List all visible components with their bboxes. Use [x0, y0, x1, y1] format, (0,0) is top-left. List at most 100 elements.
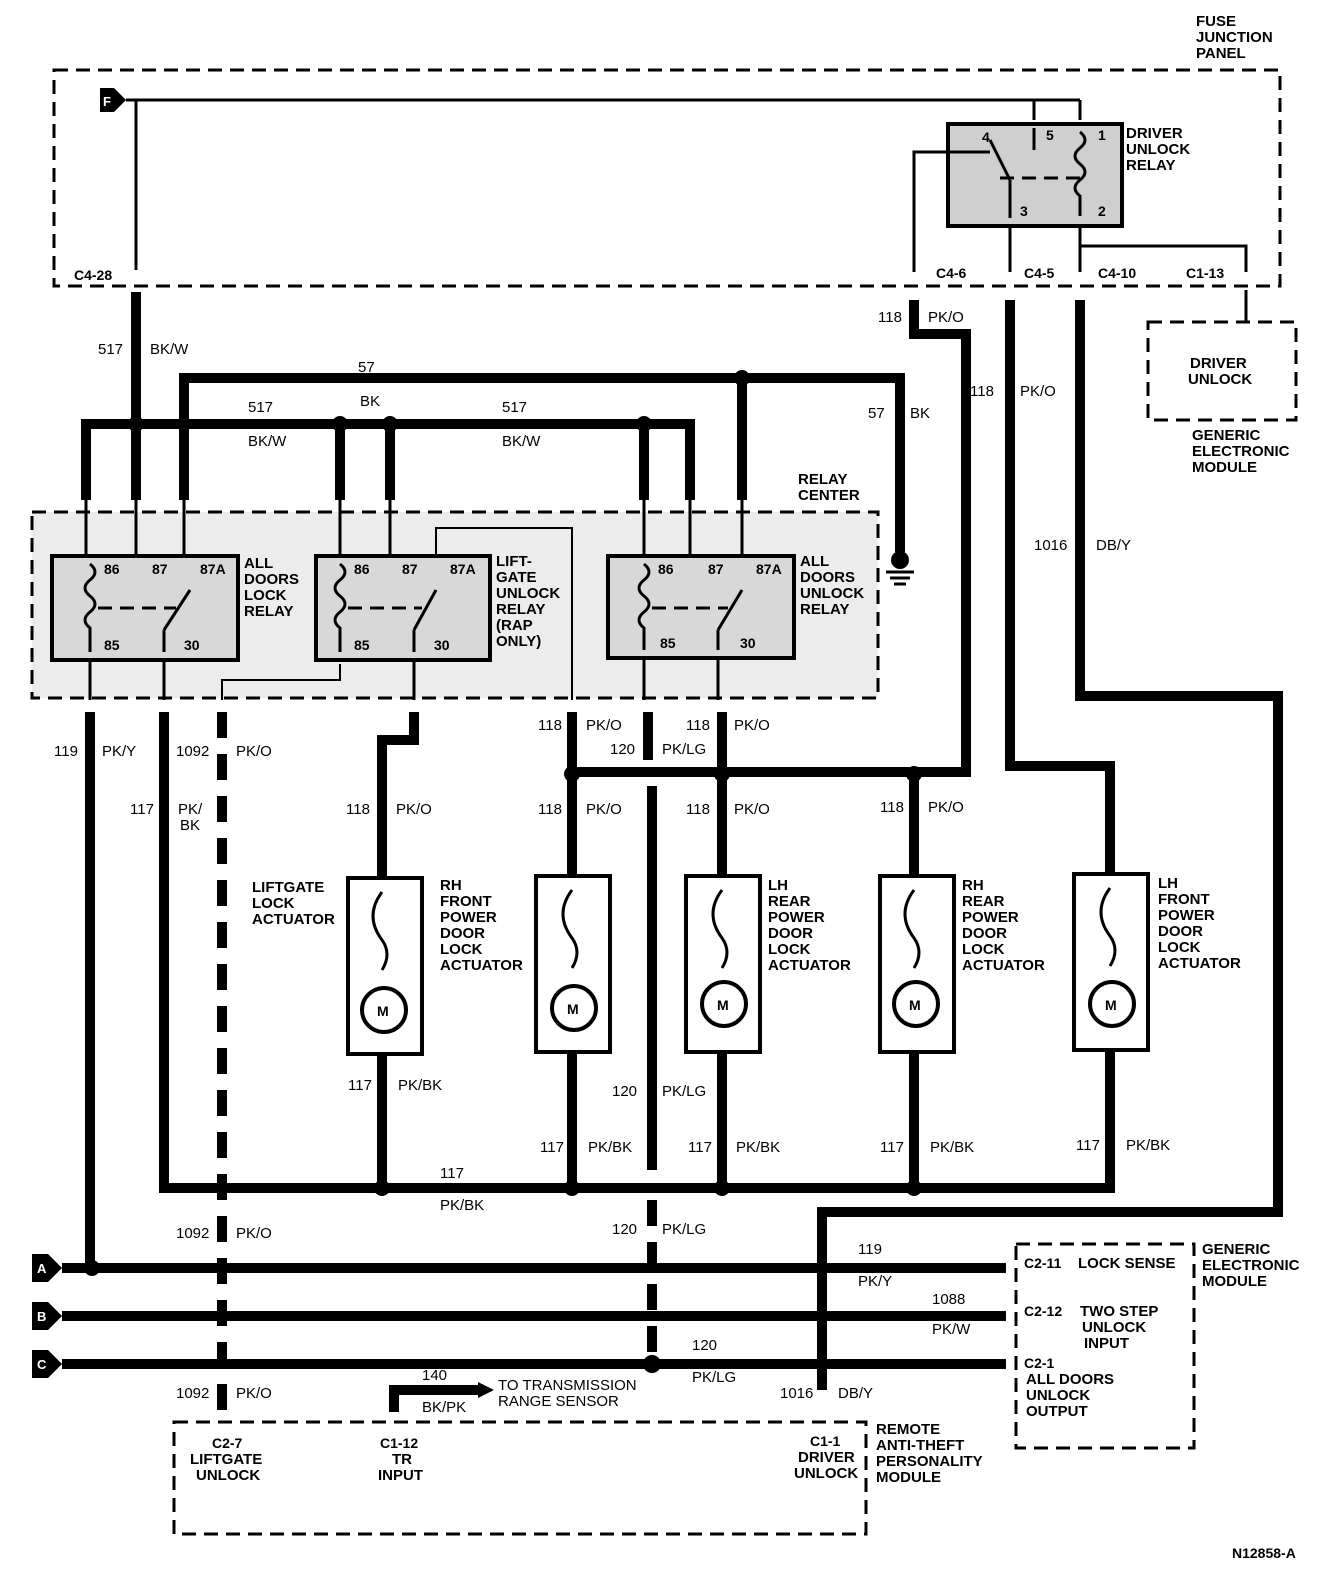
wire-bkw-label-1: BK/W [150, 341, 189, 358]
wire-117-rf-num: 117 [540, 1139, 564, 1156]
all-doors-lock-relay: 86 87 87A 85 30 ALL DOORS LOCK RELAY [50, 554, 299, 662]
wire-1092-color-2: PK/O [236, 1225, 272, 1242]
connector-c4-10: C4-10 [1098, 265, 1136, 281]
gem-c2-1: C2-1 [1024, 1355, 1055, 1371]
wire-1092-color-3: PK/O [236, 1385, 272, 1402]
wire-118-lg-color: PK/O [396, 801, 432, 818]
trs-label-1: TO TRANSMISSION [498, 1377, 637, 1394]
wire-117-num-1: 117 [130, 801, 154, 818]
wire-117-rr-num: 117 [880, 1139, 904, 1156]
relay-center: RELAY CENTER 86 87 87A 85 30 ALL DOORS L… [30, 471, 880, 700]
bus-b-wire-color: PK/W [932, 1321, 971, 1338]
bus-c-wire-color: PK/LG [692, 1369, 736, 1386]
wire-118-c46-color: PK/O [928, 309, 964, 326]
rap-c1-1: C1-1 [810, 1433, 841, 1449]
r2-pin-85: 85 [354, 637, 370, 653]
r1-pin-87: 87 [152, 561, 168, 577]
wire-140-num: 140 [422, 1367, 447, 1384]
door-lock-actuators: M LIFTGATE LOCK ACTUATOR 117 PK/BK M RH … [252, 840, 1241, 1188]
fuse-junction-panel: FUSE JUNCTION PANEL F C4-28 C4-6 C4-5 C4… [52, 13, 1282, 288]
liftgate-title-3: ACTUATOR [252, 911, 335, 928]
wire-120-color-3: PK/LG [662, 1221, 706, 1238]
wire-118-rf-color-1: PK/O [586, 717, 622, 734]
wire-bkw-label-3: BK/W [502, 433, 541, 450]
wire-117-lg-num: 117 [348, 1077, 372, 1094]
driver-unlock-relay: 4 5 1 3 2 DRIVER UNLOCK RELAY [912, 122, 1248, 272]
right-side-feeds: 118 PK/O 118 PK/O 1016 DB/Y [564, 300, 1283, 1390]
wire-1092-num-2: 1092 [176, 1225, 209, 1242]
rh-front-motor-label: M [567, 1001, 579, 1017]
r3-pin-30: 30 [740, 635, 756, 651]
wire-117-lr-num: 117 [688, 1139, 712, 1156]
r2-title-5: (RAP [496, 617, 533, 634]
bus-a-label: A [37, 1261, 47, 1276]
bus-a-wire-color: PK/Y [858, 1273, 892, 1290]
wire-bk-label-1: BK [360, 393, 380, 410]
rap-c2-7: C2-7 [212, 1435, 243, 1451]
lh-front-title-3: POWER [1158, 907, 1215, 924]
wire-1016-rap-color: DB/Y [838, 1385, 873, 1402]
lh-front-title-4: DOOR [1158, 923, 1203, 940]
lh-front-motor-icon [1088, 980, 1136, 1028]
gem-top-title-3: MODULE [1192, 459, 1257, 476]
wire-1092-color-1: PK/O [236, 743, 272, 760]
driver-unlock-title-1: DRIVER [1190, 355, 1247, 372]
rh-rear-title-5: LOCK [962, 941, 1005, 958]
r2-pin-30: 30 [434, 637, 450, 653]
dur-title-2: UNLOCK [1126, 141, 1190, 158]
gem-top-title-2: ELECTRONIC [1192, 443, 1290, 460]
wire-bkw-label-2: BK/W [248, 433, 287, 450]
lh-rear-title-4: DOOR [768, 925, 813, 942]
lh-front-title-1: LH [1158, 875, 1178, 892]
lh-rear-title-6: ACTUATOR [768, 957, 851, 974]
gem-two-step-1: TWO STEP [1080, 1303, 1158, 1320]
relay-center-title-2: CENTER [798, 487, 860, 504]
gem-top-title-1: GENERIC [1192, 427, 1261, 444]
dur-title-3: RELAY [1126, 157, 1175, 174]
r1-pin-85: 85 [104, 637, 120, 653]
rap-tr-1: TR [392, 1451, 412, 1468]
r2-title-3: UNLOCK [496, 585, 560, 602]
rh-rear-motor-label: M [909, 997, 921, 1013]
ground-symbol [886, 551, 914, 586]
gem-c2-11: C2-11 [1024, 1255, 1062, 1271]
wire-118-c45-num: 118 [970, 383, 994, 400]
rh-rear-title-2: REAR [962, 893, 1005, 910]
gem-two-step-2: UNLOCK [1082, 1319, 1146, 1336]
wire-118-rf-num-1: 118 [538, 717, 562, 734]
wire-118-rf-num-2: 118 [538, 801, 562, 818]
all-doors-unlock-relay: 86 87 87A 85 30 ALL DOORS UNLOCK RELAY [606, 553, 864, 660]
wire-bk-label-2: BK [910, 405, 930, 422]
r3-title-2: DOORS [800, 569, 855, 586]
rh-front-door-lock-actuator: M RH FRONT POWER DOOR LOCK ACTUATOR 117 … [440, 840, 632, 1188]
rap-title-1: REMOTE [876, 1421, 940, 1438]
rap-title-4: MODULE [876, 1469, 941, 1486]
r1-title-2: DOORS [244, 571, 299, 588]
wire-118-rr-num: 118 [880, 799, 904, 816]
gem-all-doors-2: UNLOCK [1026, 1387, 1090, 1404]
driver-unlock-gem-box: DRIVER UNLOCK GENERIC ELECTRONIC MODULE [1146, 290, 1298, 476]
bus-a-wire-num: 119 [858, 1241, 882, 1258]
generic-electronic-module-bottom: C2-11 LOCK SENSE C2-12 TWO STEP UNLOCK I… [1014, 1241, 1300, 1450]
wire-120-num-2: 120 [612, 1083, 637, 1100]
rap-liftgate-2: UNLOCK [196, 1467, 260, 1484]
rap-tr-2: INPUT [378, 1467, 423, 1484]
liftgate-motor-label: M [377, 1003, 389, 1019]
wire-117-color-1b: BK [180, 817, 200, 834]
r2-title-1: LIFT- [496, 553, 532, 570]
wire-120-color-1: PK/LG [662, 741, 706, 758]
rh-front-title-3: POWER [440, 909, 497, 926]
wire-120-num-1: 120 [610, 741, 635, 758]
r1-pin-30: 30 [184, 637, 200, 653]
r3-pin-86: 86 [658, 561, 674, 577]
r1-pin-86: 86 [104, 561, 120, 577]
rh-front-title-4: DOOR [440, 925, 485, 942]
wire-1016-num: 1016 [1034, 537, 1067, 554]
r3-pin-87: 87 [708, 561, 724, 577]
wire-117-lf-num: 117 [1076, 1137, 1100, 1154]
rh-rear-motor-icon [892, 980, 940, 1028]
wire-118-rf-color-2: PK/O [586, 801, 622, 818]
lh-rear-motor-label: M [717, 997, 729, 1013]
rap-driver-2: UNLOCK [794, 1465, 858, 1482]
